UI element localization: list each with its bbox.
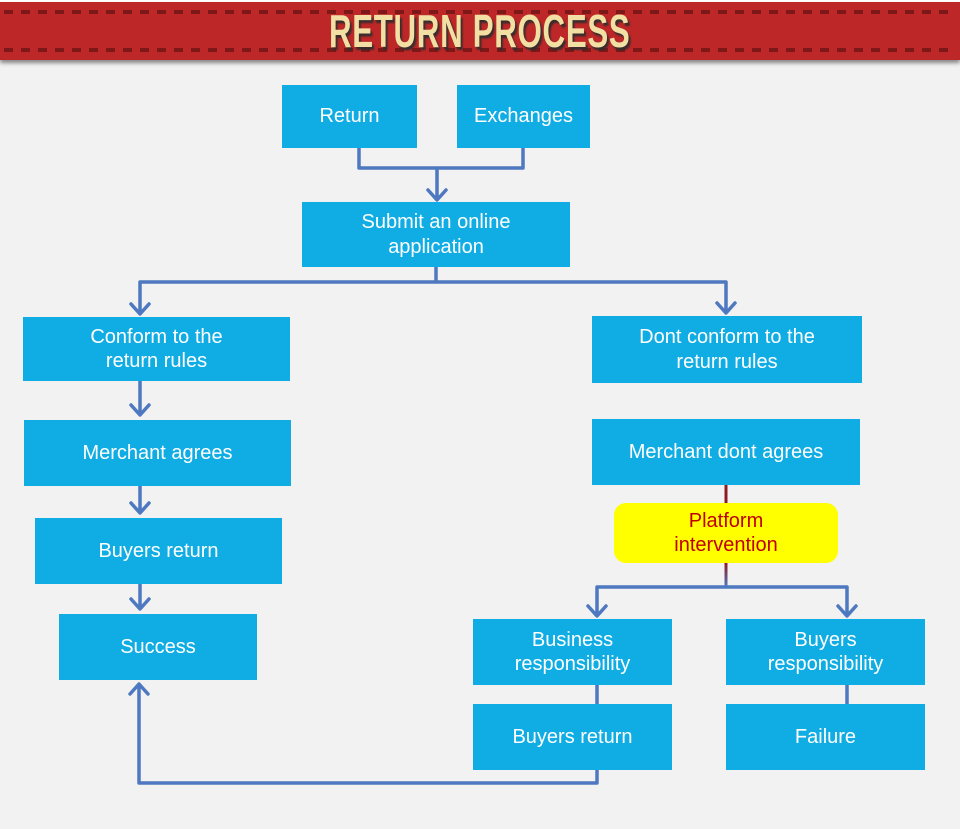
connector-loop-to-success [128,682,599,785]
node-buyers-return-right: Buyers return [473,704,672,770]
node-return: Return [282,85,417,148]
node-conform-rules: Conform to the return rules [23,317,290,381]
node-submit-application: Submit an online application [302,202,570,267]
page-title: RETURN PROCESS [329,5,631,57]
header-dashed-line-top [4,10,956,14]
node-business-responsibility: Business responsibility [473,619,672,685]
node-success: Success [59,614,257,680]
node-dont-conform-rules: Dont conform to the return rules [592,316,862,383]
connector-merge-top [357,146,525,202]
node-buyers-responsibility: Buyers responsibility [726,619,925,685]
node-failure: Failure [726,704,925,770]
connector-bottom-links [595,683,849,706]
connector-split-submit [129,265,737,316]
node-merchant-dont-agrees: Merchant dont agrees [592,419,860,485]
top-edge-strip [0,0,960,2]
connector-split-platform [586,585,858,618]
node-exchanges: Exchanges [457,85,590,148]
header-dashed-line-bottom [4,48,956,52]
node-platform-intervention: Platform intervention [614,503,838,563]
node-merchant-agrees: Merchant agrees [24,420,291,486]
connector-left-column [129,379,151,611]
node-buyers-return-left: Buyers return [35,518,282,584]
header-banner: RETURN PROCESS [0,2,960,60]
